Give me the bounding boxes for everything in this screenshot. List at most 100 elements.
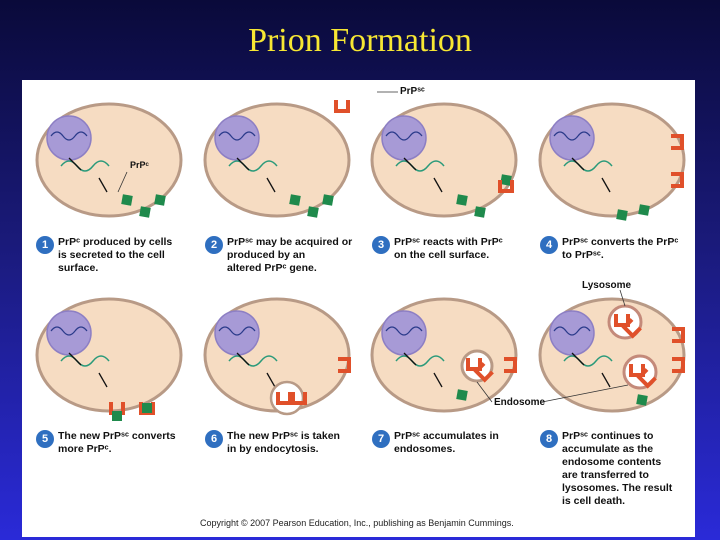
prpsc-protein-icon bbox=[629, 364, 645, 377]
mrna-icon bbox=[563, 355, 613, 367]
mrna-icon bbox=[60, 355, 110, 367]
prpc-label: PrPᶜ bbox=[130, 160, 149, 170]
lysosome-label: Lysosome bbox=[582, 280, 632, 291]
arrow-icon bbox=[68, 352, 82, 366]
prpsc-protein-icon bbox=[338, 357, 351, 373]
endocytosis-vesicle bbox=[269, 380, 305, 416]
step-8-caption: PrPˢᶜ continues to accumulate as the end… bbox=[562, 430, 673, 507]
step-8-number: 8 bbox=[540, 430, 558, 448]
endosome-label: Endosome bbox=[494, 397, 546, 408]
dna-icon bbox=[218, 131, 256, 141]
step-2-caption: PrPˢᶜ may be acquired or produced by an … bbox=[227, 236, 353, 274]
step-3-number: 3 bbox=[372, 236, 390, 254]
prpc-protein-icon bbox=[322, 194, 334, 206]
prpsc-label: PrPˢᶜ bbox=[400, 86, 425, 97]
step-5-number: 5 bbox=[36, 430, 54, 448]
arrow-icon bbox=[601, 177, 611, 193]
prpsc-protein-icon bbox=[671, 134, 684, 150]
dna-icon bbox=[553, 131, 591, 141]
nucleus-3 bbox=[381, 115, 427, 161]
dna-icon bbox=[50, 131, 88, 141]
dna-icon bbox=[385, 326, 423, 336]
step-7-caption: PrPˢᶜ accumulates in endosomes. bbox=[394, 430, 499, 455]
prpsc-protein-icon bbox=[621, 318, 642, 339]
prion-diagram bbox=[35, 91, 686, 421]
arrow-icon bbox=[433, 372, 443, 388]
prpsc-protein-icon bbox=[466, 358, 482, 371]
prpc-protein-icon bbox=[142, 403, 152, 413]
nucleus-4 bbox=[549, 115, 595, 161]
prpsc-protein-icon bbox=[276, 392, 292, 405]
prpc-protein-icon bbox=[307, 206, 319, 218]
arrow-icon bbox=[571, 157, 585, 171]
step-2-number: 2 bbox=[205, 236, 223, 254]
mrna-icon bbox=[395, 355, 445, 367]
prpc-protein-icon bbox=[456, 389, 468, 401]
step-6-number: 6 bbox=[205, 430, 223, 448]
arrow-icon bbox=[601, 372, 611, 388]
prpc-protein-icon bbox=[638, 204, 650, 216]
dna-icon bbox=[218, 326, 256, 336]
pointer-line bbox=[619, 289, 626, 307]
arrow-icon bbox=[266, 177, 276, 193]
dna-icon bbox=[553, 326, 591, 336]
step-1-caption: PrPᶜ produced by cells is secreted to th… bbox=[58, 236, 173, 274]
pointer-line bbox=[117, 171, 128, 193]
prpsc-protein-icon bbox=[291, 392, 307, 405]
arrow-icon bbox=[266, 372, 276, 388]
nucleus-6 bbox=[214, 310, 260, 356]
step-4-caption: PrPˢᶜ converts the PrPᶜ to PrPˢᶜ. bbox=[562, 236, 679, 261]
step-4-number: 4 bbox=[540, 236, 558, 254]
arrow-icon bbox=[68, 157, 82, 171]
prpsc-protein-icon bbox=[636, 368, 657, 389]
prpc-protein-icon bbox=[112, 411, 122, 421]
prpc-protein-icon bbox=[121, 194, 133, 206]
prpsc-protein-icon bbox=[671, 172, 684, 188]
arrow-icon bbox=[236, 157, 250, 171]
prpsc-protein-icon bbox=[334, 100, 350, 113]
nucleus-7 bbox=[381, 310, 427, 356]
prpc-protein-icon bbox=[474, 206, 486, 218]
prpsc-protein-icon bbox=[473, 362, 494, 383]
slide-title: Prion Formation bbox=[248, 22, 472, 59]
nucleus-2 bbox=[214, 115, 260, 161]
step-5-caption: The new PrPˢᶜ converts more PrPᶜ. bbox=[58, 430, 176, 455]
pointer-line bbox=[541, 384, 629, 403]
prpc-protein-icon bbox=[636, 394, 648, 406]
prpsc-protein-icon bbox=[504, 357, 517, 373]
mrna-icon bbox=[60, 160, 110, 172]
arrow-icon bbox=[403, 157, 417, 171]
mrna-icon bbox=[395, 160, 445, 172]
diagram-panel: PrPˢᶜ PrPᶜ Lysosome Endosome 1 PrPᶜ prod… bbox=[22, 80, 695, 537]
dna-icon bbox=[50, 326, 88, 336]
prpc-protein-icon bbox=[154, 194, 166, 206]
prpsc-protein-icon bbox=[672, 327, 685, 343]
step-1-number: 1 bbox=[36, 236, 54, 254]
step-7-number: 7 bbox=[372, 430, 390, 448]
nucleus-5 bbox=[46, 310, 92, 356]
prpsc-protein-icon bbox=[672, 357, 685, 373]
step-3-caption: PrPˢᶜ reacts with PrPᶜ on the cell surfa… bbox=[394, 236, 503, 261]
prpc-protein-icon bbox=[456, 194, 468, 206]
prpsc-protein-icon bbox=[614, 314, 630, 327]
prpsc-protein-icon bbox=[498, 180, 514, 193]
prpc-protein-icon bbox=[500, 174, 512, 186]
mrna-icon bbox=[228, 160, 278, 172]
arrow-icon bbox=[571, 352, 585, 366]
pointer-line bbox=[476, 381, 493, 403]
mrna-icon bbox=[228, 355, 278, 367]
prpc-protein-icon bbox=[139, 206, 151, 218]
copyright-text: Copyright © 2007 Pearson Education, Inc.… bbox=[200, 518, 514, 528]
arrow-icon bbox=[403, 352, 417, 366]
nucleus-8 bbox=[549, 310, 595, 356]
arrow-icon bbox=[236, 352, 250, 366]
prpc-protein-icon bbox=[616, 209, 628, 221]
arrow-icon bbox=[98, 372, 108, 388]
arrow-icon bbox=[433, 177, 443, 193]
prpc-protein-icon bbox=[289, 194, 301, 206]
nucleus-1 bbox=[46, 115, 92, 161]
step-6-caption: The new PrPˢᶜ is taken in by endocytosis… bbox=[227, 430, 340, 455]
arrow-icon bbox=[98, 177, 108, 193]
mrna-icon bbox=[563, 160, 613, 172]
dna-icon bbox=[385, 131, 423, 141]
